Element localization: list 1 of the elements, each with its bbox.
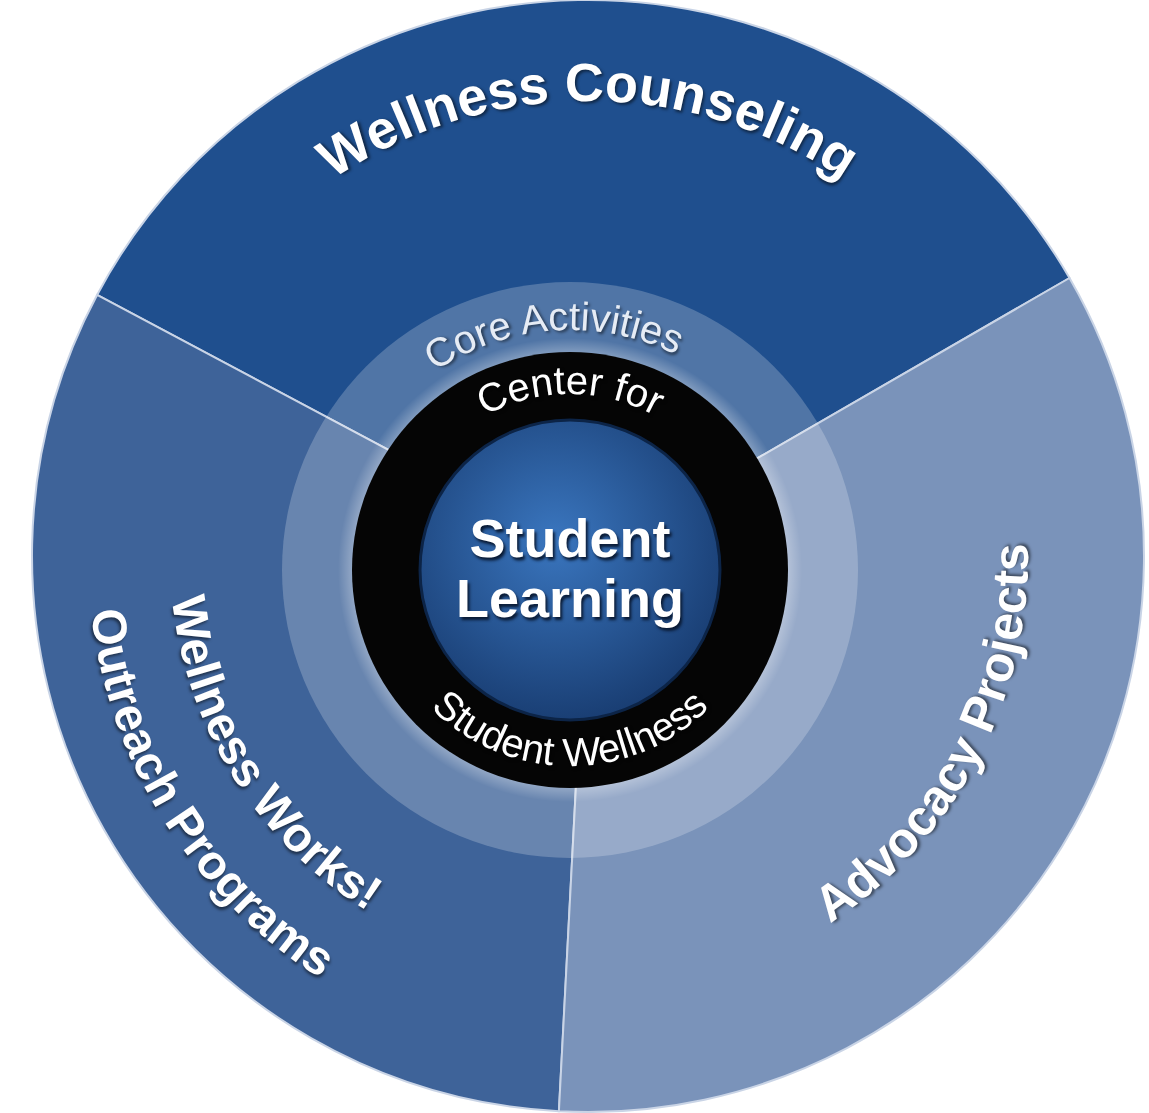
center-label: Student Learning [455,508,685,628]
